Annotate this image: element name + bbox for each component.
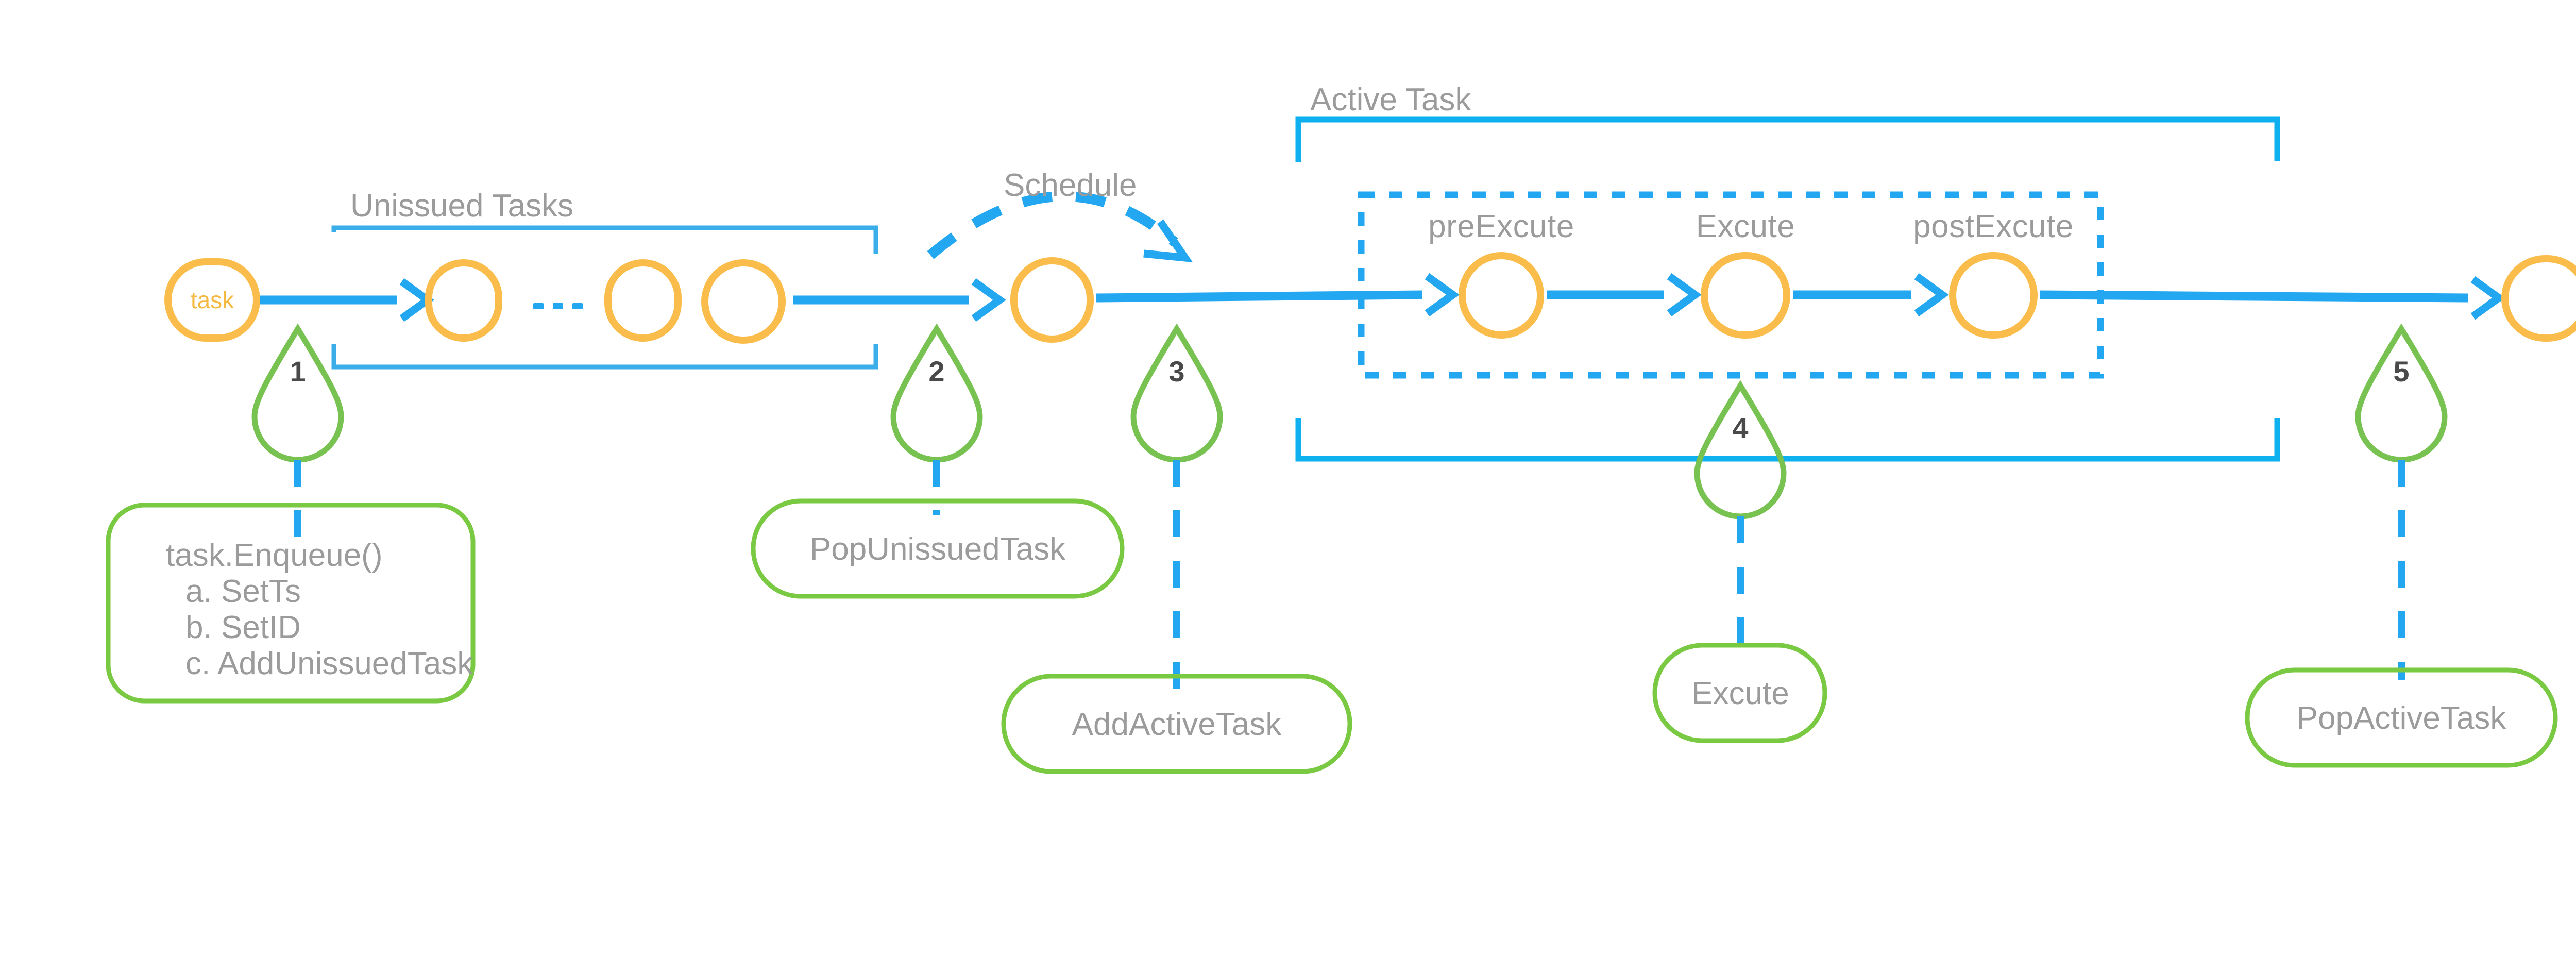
callout-add-active-box xyxy=(1001,674,1352,774)
callout-pop-unissued-label: PopUnissuedTask xyxy=(810,531,1066,567)
callout-pop-unissued[interactable]: PopUnissuedTask xyxy=(751,498,1125,599)
marker-1[interactable]: 1 xyxy=(251,323,344,463)
schedule-curve xyxy=(927,191,1178,259)
queued-node-2[interactable] xyxy=(604,259,682,342)
marker-5-pin-shape xyxy=(2355,323,2448,463)
callout-pop-unissued-box xyxy=(751,498,1125,599)
marker-5-number: 5 xyxy=(2393,355,2409,388)
marker-5[interactable]: 5 xyxy=(2355,323,2448,463)
post-excute-node-shape xyxy=(1949,252,2038,339)
pre-excute-node-shape xyxy=(1459,252,1544,339)
schedule-label: Schedule xyxy=(1004,168,1137,203)
queued-node-1[interactable] xyxy=(425,259,502,342)
marker-2-number: 2 xyxy=(928,355,944,388)
active-bracket-top xyxy=(1295,116,2280,162)
marker-1-number: 1 xyxy=(290,355,306,388)
callout-enqueue-box xyxy=(106,503,476,704)
pre-excute-label: preExcute xyxy=(1428,209,1574,244)
unissued-bracket-top xyxy=(331,225,878,254)
pre-excute-node[interactable]: preExcute xyxy=(1428,209,1574,339)
active-task-label: Active Task xyxy=(1310,82,1471,118)
done-node[interactable] xyxy=(2501,255,2576,342)
ellipsis-dot-1 xyxy=(533,303,544,309)
unissued-tasks-bracket xyxy=(331,225,878,370)
callout-add-active-label: AddActiveTask xyxy=(1072,707,1282,742)
queued-node-3[interactable] xyxy=(701,259,786,344)
arrowhead-to-post xyxy=(1914,273,1949,317)
arrowhead-to-pre xyxy=(1425,273,1460,317)
flow-line-scheduled-to-pre xyxy=(1096,290,1422,303)
flow-connectors xyxy=(257,273,2505,322)
marker-3[interactable]: 3 xyxy=(1130,323,1223,463)
task-node[interactable]: task xyxy=(164,258,260,342)
callout-enqueue-line-1: task.Enqueue() xyxy=(166,538,382,573)
task-node-label: task xyxy=(191,287,234,313)
arrowhead-to-excute xyxy=(1667,273,1702,317)
active-bracket-bottom xyxy=(1295,418,2280,462)
callout-excute-box xyxy=(1652,643,1827,743)
ellipsis-dot-3 xyxy=(572,303,583,309)
excute-node[interactable]: Excute xyxy=(1696,209,1795,339)
execute-stage-dotted-box xyxy=(1358,191,2104,379)
active-task-bracket xyxy=(1295,116,2280,462)
marker-1-pin-shape xyxy=(251,323,344,463)
callout-enqueue-line-3: b. SetID xyxy=(185,610,301,645)
callout-excute-label: Excute xyxy=(1691,676,1789,711)
callout-pop-active-label: PopActiveTask xyxy=(2297,700,2507,736)
schedule-arc xyxy=(927,191,1193,263)
excute-node-shape xyxy=(1701,252,1790,339)
callout-enqueue[interactable]: task.Enqueue() a. SetTs b. SetID c. AddU… xyxy=(106,503,476,704)
marker-2-pin-shape xyxy=(890,323,983,463)
callout-enqueue-line-4: c. AddUnissuedTask xyxy=(185,646,473,681)
callout-enqueue-line-2: a. SetTs xyxy=(185,574,301,609)
marker-4[interactable]: 4 xyxy=(1694,380,1787,520)
post-excute-node[interactable]: postExcute xyxy=(1913,209,2074,339)
schedule-arrowhead xyxy=(1143,219,1193,263)
excute-label: Excute xyxy=(1696,209,1795,244)
arrowhead-to-scheduled xyxy=(971,278,1006,322)
task-node-shape xyxy=(164,258,260,342)
scheduled-node[interactable] xyxy=(1010,257,1094,343)
marker-2[interactable]: 2 xyxy=(890,323,983,463)
ellipsis-dots xyxy=(533,303,583,309)
unissued-tasks-label: Unissued Tasks xyxy=(350,188,573,224)
marker-4-number: 4 xyxy=(1732,412,1748,444)
post-excute-label: postExcute xyxy=(1913,209,2074,244)
ellipsis-dot-2 xyxy=(553,303,563,309)
callout-add-active[interactable]: AddActiveTask xyxy=(1001,674,1352,774)
callout-excute[interactable]: Excute xyxy=(1652,643,1827,743)
marker-3-pin-shape xyxy=(1130,323,1223,463)
callout-pop-active-box xyxy=(2245,667,2558,768)
flow-line-post-to-done xyxy=(2040,290,2468,303)
unissued-bracket-bottom xyxy=(331,344,878,370)
arrowhead-to-queue xyxy=(399,278,434,322)
arrowhead-to-done xyxy=(2470,276,2505,320)
marker-4-pin-shape xyxy=(1694,380,1787,520)
callout-pop-active[interactable]: PopActiveTask xyxy=(2245,667,2558,768)
marker-3-number: 3 xyxy=(1168,355,1184,388)
